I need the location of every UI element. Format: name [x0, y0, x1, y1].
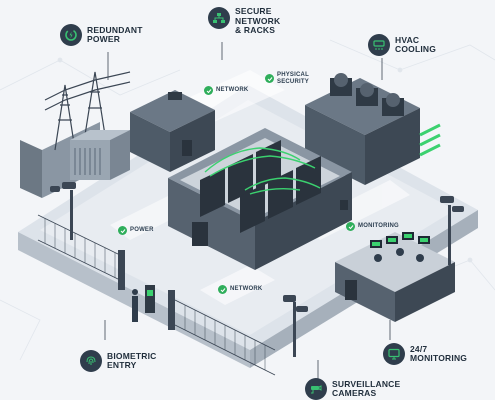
callout-redundant-power-label: REDUNDANT POWER — [87, 24, 143, 44]
check-icon — [218, 285, 227, 294]
entry-gate — [118, 250, 175, 330]
callout-leaders — [104, 42, 391, 380]
callout-biometric-entry-label: BIOMETRIC ENTRY — [107, 350, 157, 370]
tag-power-label: POWER — [130, 227, 154, 234]
monitoring-room — [335, 232, 455, 322]
hvac-building — [305, 73, 441, 185]
callout-redundant-power: REDUNDANT POWER — [60, 24, 143, 46]
callout-monitoring-247: 24/7 MONITORING — [383, 343, 467, 365]
generator-building — [130, 90, 215, 172]
cctv-camera-icon — [305, 378, 327, 400]
tag-physical-security: PHYSICAL SECURITY — [265, 72, 309, 85]
power-substation — [20, 71, 131, 198]
network-cables — [204, 147, 321, 195]
check-icon — [204, 86, 213, 95]
surveillance-cameras — [50, 182, 464, 357]
check-icon — [118, 226, 127, 235]
tag-power: POWER — [118, 226, 154, 235]
check-icon — [346, 222, 355, 231]
callout-hvac-cooling: HVAC COOLING — [368, 34, 436, 56]
tag-network-bottom: NETWORK — [218, 285, 262, 294]
perimeter-fence — [37, 214, 276, 376]
callout-surveillance-cameras: SURVEILLANCE CAMERAS — [305, 378, 400, 400]
tag-monitoring-label: MONITORING — [358, 223, 399, 230]
callout-hvac-cooling-label: HVAC COOLING — [395, 34, 437, 54]
callout-monitoring-247-label: 24/7 MONITORING — [410, 343, 468, 363]
callout-biometric-entry: BIOMETRIC ENTRY — [80, 350, 157, 372]
tag-network-top-label: NETWORK — [216, 87, 249, 94]
air-conditioner-icon — [368, 34, 390, 56]
callout-secure-network-label: SECURE NETWORK & RACKS — [235, 6, 281, 35]
recycle-power-icon — [60, 24, 82, 46]
fingerprint-icon — [80, 350, 102, 372]
network-tree-icon — [208, 7, 230, 29]
tag-monitoring: MONITORING — [346, 222, 399, 231]
monitor-icon — [383, 343, 405, 365]
tag-physical-security-label: PHYSICAL SECURITY — [277, 72, 309, 85]
check-icon — [265, 74, 274, 83]
server-racks — [200, 140, 321, 233]
callout-surveillance-cameras-label: SURVEILLANCE CAMERAS — [332, 378, 401, 398]
main-data-hall — [168, 128, 352, 270]
callout-secure-network: SECURE NETWORK & RACKS — [208, 6, 281, 36]
tag-network-bottom-label: NETWORK — [230, 286, 263, 293]
tag-network-top: NETWORK — [204, 86, 248, 95]
